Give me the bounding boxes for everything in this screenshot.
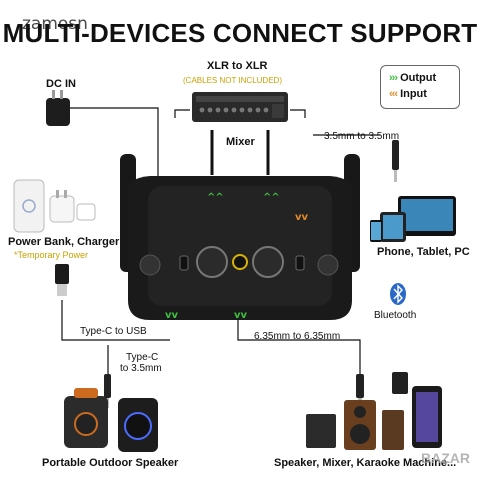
label-jack635: 6.35mm to 6.35mm (254, 331, 341, 342)
label-xlr-note: (CABLES NOT INCLUDED) (183, 76, 282, 85)
aux-plug (392, 140, 399, 182)
svg-text:^^: ^^ (207, 192, 224, 203)
power-bank (13, 179, 45, 233)
portable-speakers (64, 388, 158, 452)
svg-text:vv: vv (165, 310, 179, 321)
svg-text:vv: vv (234, 310, 248, 321)
legend-output: ››› Output (389, 72, 436, 84)
jack635-wire (237, 318, 361, 378)
legend-input-label: Input (400, 88, 427, 100)
label-typec-35-line2: to 3.5mm (120, 363, 162, 374)
label-xlr: XLR to XLR (207, 60, 268, 72)
page-title: MULTI-DEVICES CONNECT SUPPORT (2, 18, 478, 48)
corner-logo: BAZAR (421, 450, 470, 466)
speaker-unit (120, 154, 360, 320)
label-mixer: Mixer (226, 136, 255, 148)
label-typec-35-line1: Type-C (126, 352, 159, 363)
dc-adapter (46, 90, 70, 126)
phone-tablet-pc (370, 196, 456, 242)
speaker-mixer-karaoke (306, 372, 442, 450)
svg-text:vv: vv (295, 212, 309, 223)
mixer-device (192, 92, 288, 122)
typec-usb-wire (61, 300, 170, 341)
svg-text:^^: ^^ (263, 192, 280, 203)
legend-input: ‹‹‹ Input (389, 88, 427, 100)
label-bluetooth: Bluetooth (374, 310, 417, 321)
label-power-note: *Temporary Power (14, 250, 89, 260)
label-typec-usb: Type-C to USB (80, 326, 147, 337)
mixer-wire-right (290, 109, 306, 118)
watermark: zamosn (22, 14, 88, 34)
bluetooth-icon (390, 283, 406, 305)
label-speaker-mixer: Speaker, Mixer, Karaoke Machine... (274, 457, 457, 469)
input-arrow-icon: ‹‹‹ (389, 88, 398, 100)
label-portable: Portable Outdoor Speaker (42, 457, 179, 469)
output-arrow-icon: ››› (389, 72, 398, 84)
usb-plug (55, 264, 69, 296)
charger (49, 190, 96, 223)
label-dc-in: DC IN (46, 78, 76, 90)
label-phone: Phone, Tablet, PC (377, 246, 470, 258)
legend: ››› Output ‹‹‹ Input (380, 65, 460, 109)
mixer-wire-left (174, 109, 190, 118)
label-aux: 3.5mm to 3.5mm (324, 131, 400, 142)
label-power-bank: Power Bank, Charger (8, 236, 120, 248)
legend-output-label: Output (400, 72, 437, 84)
